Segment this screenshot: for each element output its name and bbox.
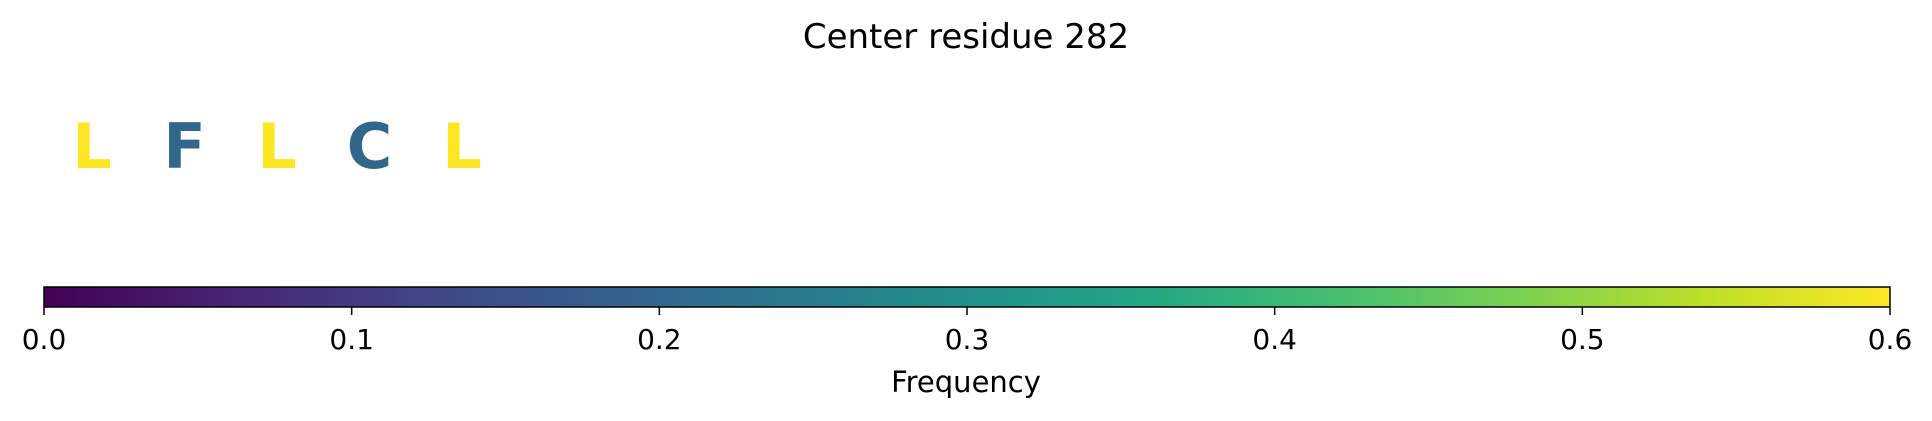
chart-title: Center residue 282 (803, 17, 1129, 57)
residue-letter-3: L (257, 110, 297, 183)
colorbar-tick-label-4: 0.4 (1252, 323, 1297, 356)
colorbar-tick-label-2: 0.2 (637, 323, 682, 356)
residue-letter-2: F (163, 110, 205, 183)
residue-letter-1: L (72, 110, 112, 183)
colorbar-tick-label-3: 0.3 (945, 323, 990, 356)
colorbar-tick-label-6: 0.6 (1868, 323, 1913, 356)
colorbar-ticks: 0.0 0.1 0.2 0.3 0.4 0.5 0.6 (22, 307, 1913, 356)
colorbar (43, 286, 1891, 308)
colorbar-label: Frequency (891, 365, 1041, 399)
residue-letter-4: C (347, 110, 393, 183)
colorbar-tick-label-5: 0.5 (1560, 323, 1605, 356)
residue-letter-5: L (442, 110, 482, 183)
colorbar-tick-label-1: 0.1 (329, 323, 374, 356)
colorbar-tick-label-0: 0.0 (22, 323, 67, 356)
